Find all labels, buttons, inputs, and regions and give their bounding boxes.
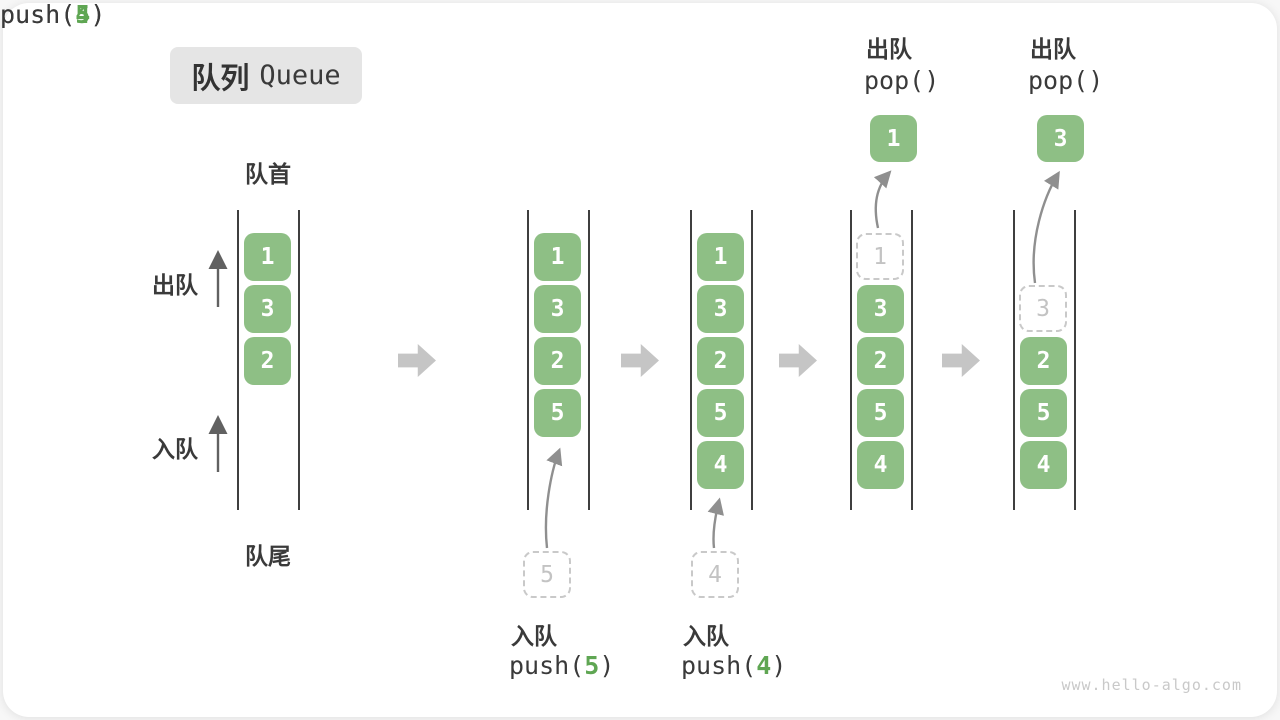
code-text: push( (509, 651, 585, 680)
pop-1-arrow (873, 170, 892, 229)
queue-item: 4 (1020, 441, 1067, 489)
queue-item: 5 (857, 389, 904, 437)
enqueue-op-code: push(5) (509, 651, 614, 680)
channel-right-line (588, 210, 590, 510)
title-en: Queue (259, 60, 341, 91)
pop-3-arrow (1032, 170, 1060, 284)
ghost-item: 1 (856, 233, 904, 280)
channel-left-line (237, 210, 239, 510)
queue-rear-label: 队尾 (245, 543, 291, 569)
code-text: ) (599, 651, 615, 680)
code-arg: 5 (584, 651, 600, 680)
enqueue-op-code: push(4) (681, 651, 786, 680)
code-text: pop() (1028, 66, 1104, 95)
channel-right-line (298, 210, 300, 510)
queue-item: 2 (697, 337, 744, 385)
queue-item: 5 (697, 389, 744, 437)
code-text: ) (771, 651, 787, 680)
enqueue-side-label: 入队 (152, 436, 198, 462)
channel-right-line (911, 210, 913, 510)
dequeue-op-label: 出队 (866, 36, 912, 62)
channel-left-line (690, 210, 692, 510)
queue-item: 3 (697, 285, 744, 333)
dequeue-op-code: pop() (1028, 66, 1103, 95)
dequeue-op-label: 出队 (1030, 36, 1076, 62)
code-arg: 4 (75, 0, 91, 29)
popped-item: 1 (870, 115, 917, 162)
state-transition-arrow-3 (779, 344, 817, 377)
enqueue-op-label: 入队 (683, 623, 729, 649)
queue-item: 1 (534, 233, 581, 281)
queue-item: 4 (857, 441, 904, 489)
title-badge: 队列 Queue (170, 47, 362, 104)
push-4-arrow (707, 497, 724, 549)
queue-item: 2 (857, 337, 904, 385)
queue-front-label: 队首 (245, 161, 291, 187)
queue-item: 5 (1020, 389, 1067, 437)
incoming-ghost-item: 4 (691, 551, 739, 598)
code-text: ) (90, 0, 106, 29)
channel-left-line (527, 210, 529, 510)
dequeue-side-label: 出队 (152, 272, 198, 298)
state-transition-arrow-4 (942, 344, 980, 377)
ghost-item: 3 (1019, 285, 1067, 332)
code-arg: 4 (756, 651, 772, 680)
channel-right-line (1074, 210, 1076, 510)
queue-item: 2 (534, 337, 581, 385)
popped-item: 3 (1037, 115, 1084, 162)
code-text: ) (90, 0, 106, 29)
title-zh: 队列 (191, 62, 250, 95)
code-text: push( (681, 651, 757, 680)
queue-item: 3 (857, 285, 904, 333)
code-text: push( (0, 0, 76, 29)
queue-item: 4 (697, 441, 744, 489)
state-transition-arrow-2 (621, 344, 659, 377)
queue-item: 2 (244, 337, 291, 385)
code-text: push( (0, 0, 76, 29)
queue-item: 3 (534, 285, 581, 333)
channel-left-line (1013, 210, 1015, 510)
queue-item: 1 (697, 233, 744, 281)
enqueue-op-code: push(5) (0, 0, 105, 29)
queue-item: 2 (1020, 337, 1067, 385)
watermark: www.hello-algo.com (1061, 676, 1242, 694)
incoming-ghost-item: 5 (523, 551, 571, 598)
code-arg: 5 (75, 0, 91, 29)
state-transition-arrow-1 (398, 344, 436, 377)
channel-left-line (850, 210, 852, 510)
channel-right-line (751, 210, 753, 510)
queue-item: 3 (244, 285, 291, 333)
enqueue-op-label: 入队 (511, 623, 557, 649)
push-5-arrow (544, 447, 563, 549)
dequeue-op-code: pop() (864, 66, 939, 95)
queue-item: 1 (244, 233, 291, 281)
code-text: pop() (864, 66, 940, 95)
queue-item: 5 (534, 389, 581, 437)
enqueue-op-code: push(4) (0, 0, 105, 29)
